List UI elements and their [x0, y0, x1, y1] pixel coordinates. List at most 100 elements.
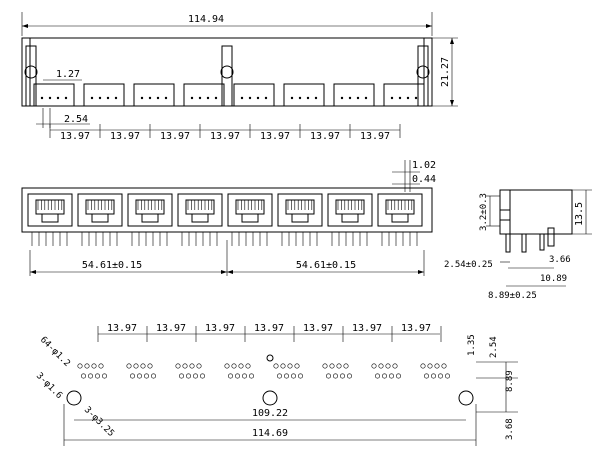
signal-hole-icon: [427, 363, 433, 369]
pin-dot: [106, 96, 110, 100]
port-top-outline: [183, 83, 225, 107]
signal-hole-icon: [371, 363, 377, 369]
signal-hole-icon: [189, 363, 195, 369]
large-hole-icon: [66, 390, 82, 406]
port-top-outline: [233, 83, 275, 107]
pin-dot: [356, 96, 360, 100]
signal-hole-icon: [77, 363, 83, 369]
rj45-port: [177, 193, 223, 227]
port-top-outline: [83, 83, 125, 107]
pin-dot: [264, 96, 268, 100]
signal-hole-icon: [287, 363, 293, 369]
tab-width-label: 1.02: [412, 160, 436, 171]
edge-offset-label: 3.68: [505, 418, 515, 440]
row-offset-label: 2.54: [489, 336, 499, 358]
signal-hole-icon: [280, 363, 286, 369]
signal-hole-icon: [420, 363, 426, 369]
rj45-port: [227, 193, 273, 227]
signal-hole-icon: [423, 373, 429, 379]
signal-hole-icon: [84, 363, 90, 369]
signal-hole-icon: [325, 373, 331, 379]
port-top-outline: [333, 83, 375, 107]
pin-dot: [398, 96, 402, 100]
rj45-port: [27, 193, 73, 227]
tab-thickness-label: 0.44: [412, 174, 436, 185]
signal-hole-icon: [336, 363, 342, 369]
top-pitch-label: 13.97: [60, 131, 90, 142]
pin-dot: [56, 96, 60, 100]
large-hole-icon: [262, 390, 278, 406]
footprint-pitch-label: 13.97: [107, 323, 137, 334]
outer-span-label: 109.22: [252, 408, 288, 419]
signal-hole-icon: [378, 363, 384, 369]
front-body-outline: [21, 187, 433, 233]
side-pin-offset-label: 2.54±0.25: [444, 260, 493, 270]
signal-hole-icon: [444, 373, 450, 379]
signal-hole-icon: [276, 373, 282, 379]
pin-dot: [140, 96, 144, 100]
top-pitch-label: 13.97: [210, 131, 240, 142]
signal-hole-icon: [343, 363, 349, 369]
footprint-pitch-label: 13.97: [156, 323, 186, 334]
signal-hole-icon: [98, 363, 104, 369]
rj45-port: [277, 193, 323, 227]
side-view: 13.5 3.2±0.3 2.54±0.25 3.66 10.89 8.89±0…: [444, 189, 592, 301]
footprint-pitch-label: 13.97: [205, 323, 235, 334]
signal-hole-icon: [196, 363, 202, 369]
signal-hole-icon: [140, 363, 146, 369]
signal-hole-icon: [249, 373, 255, 379]
signal-hole-icon: [332, 373, 338, 379]
top-pitch-label: 13.97: [360, 131, 390, 142]
large-hole-icon: [458, 390, 474, 406]
pin-dot: [306, 96, 310, 100]
pin-dot: [164, 96, 168, 100]
signal-hole-icon: [385, 363, 391, 369]
signal-hole-icon: [245, 363, 251, 369]
top-pitch-label: 13.97: [260, 131, 290, 142]
overall-width-label: 114.94: [188, 14, 224, 25]
small-hole-icon: [266, 354, 274, 362]
signal-hole-icon: [193, 373, 199, 379]
side-height-label: 13.5: [574, 202, 585, 226]
signal-hole-icon: [273, 363, 279, 369]
top-height-label: 21.27: [440, 57, 451, 87]
offset-small-label: 1.27: [56, 69, 80, 80]
signal-hole-icon: [224, 363, 230, 369]
signal-hole-icon: [186, 373, 192, 379]
signal-hole-icon: [231, 363, 237, 369]
pin-row-label: 8.89±0.25: [488, 291, 537, 301]
port-top-outline: [383, 83, 425, 107]
signal-hole-icon: [322, 363, 328, 369]
top-pitch-label: 13.97: [160, 131, 190, 142]
signal-hole-icon: [374, 373, 380, 379]
pin-dot: [90, 96, 94, 100]
signal-hole-icon: [346, 373, 352, 379]
pin-dot: [148, 96, 152, 100]
pin-dot: [314, 96, 318, 100]
pin-dot: [114, 96, 118, 100]
pin-dot: [298, 96, 302, 100]
mount-hole-icon: [24, 65, 38, 79]
half-span-right-label: 54.61±0.15: [296, 260, 356, 271]
signal-hole-icon: [95, 373, 101, 379]
signal-hole-icon: [91, 363, 97, 369]
port-top-outline: [133, 83, 175, 107]
signal-hole-icon: [133, 363, 139, 369]
front-view: 1.02 0.44 54.61±0.15 54.61±0.15: [21, 160, 436, 276]
signal-hole-icon: [434, 363, 440, 369]
pin-dot: [156, 96, 160, 100]
pin-dot: [414, 96, 418, 100]
signal-hole-icon: [297, 373, 303, 379]
port-top-outline: [283, 83, 325, 107]
signal-hole-icon: [144, 373, 150, 379]
pin-dot: [256, 96, 260, 100]
side-depth-label: 10.89: [540, 274, 567, 284]
pin-dot: [340, 96, 344, 100]
rj45-port: [377, 193, 423, 227]
pin-dot: [40, 96, 44, 100]
port-top-outline: [33, 83, 75, 107]
pin-dot: [48, 96, 52, 100]
top-pitch-label: 13.97: [310, 131, 340, 142]
